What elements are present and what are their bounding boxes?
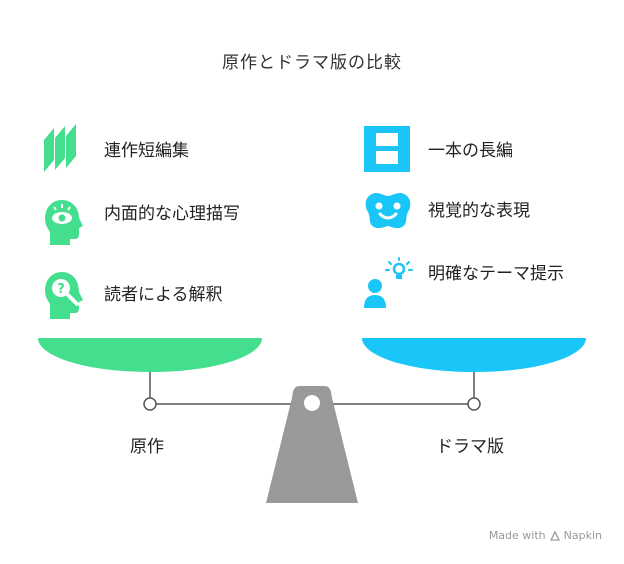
left-item-label: 内面的な心理描写 xyxy=(104,204,240,224)
svg-text:?: ? xyxy=(57,282,65,297)
right-item-label: 明確なテーマ提示 xyxy=(428,264,564,284)
head-eye-icon xyxy=(45,200,83,245)
stand xyxy=(266,386,358,503)
brand-text: Napkin xyxy=(563,529,602,542)
right-item-label: 視覚的な表現 xyxy=(428,201,530,221)
stand-pivot xyxy=(304,395,320,411)
left-item-label: 読者による解釈 xyxy=(104,285,223,305)
left-pan xyxy=(38,338,262,372)
single-panel-icon xyxy=(364,126,410,172)
right-side-label: ドラマ版 xyxy=(436,437,504,457)
left-item-label: 連作短編集 xyxy=(104,141,189,161)
watermark: Made with Napkin xyxy=(489,529,602,542)
book-stack-icon xyxy=(44,124,76,172)
napkin-logo-icon xyxy=(549,530,560,541)
right-item-label: 一本の長編 xyxy=(428,141,513,161)
made-with-text: Made with xyxy=(488,529,546,542)
right-pivot xyxy=(467,397,481,411)
left-side-label: 原作 xyxy=(130,437,164,457)
person-lightbulb-icon xyxy=(364,257,413,308)
right-pan xyxy=(362,338,586,372)
head-magnifier-question-icon: ? xyxy=(45,272,83,319)
left-pivot xyxy=(143,397,157,411)
page-title: 原作とドラマ版の比較 xyxy=(222,53,402,73)
smiling-face-icon xyxy=(365,193,411,229)
